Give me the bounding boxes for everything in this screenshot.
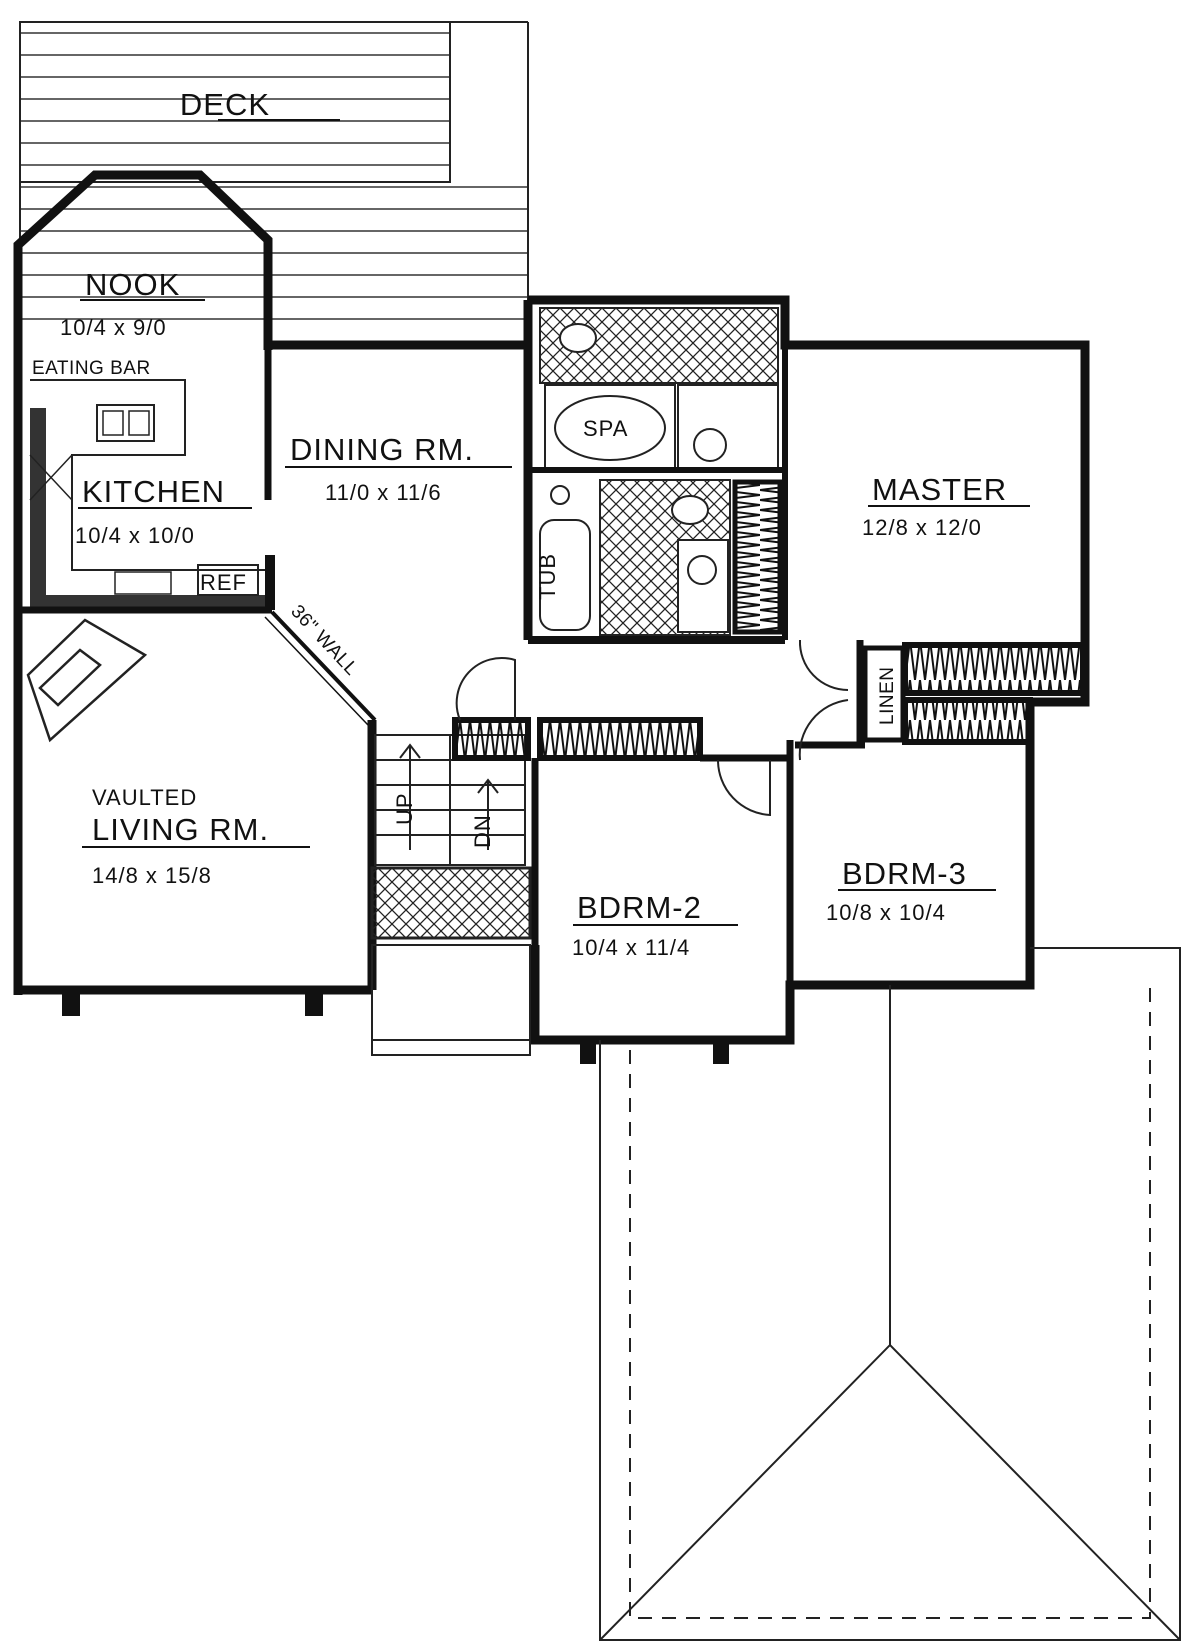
entry-tile bbox=[370, 866, 532, 940]
linen-closet bbox=[862, 645, 906, 743]
toilet bbox=[559, 323, 597, 353]
living-windows bbox=[62, 988, 323, 1016]
living-dims: 14/8 x 15/8 bbox=[92, 863, 212, 888]
range bbox=[114, 571, 172, 595]
deck bbox=[19, 21, 529, 338]
kitchen-label: KITCHEN bbox=[82, 474, 225, 509]
eating-bar-outline bbox=[30, 379, 265, 571]
kitchen-counter-west bbox=[30, 408, 46, 608]
spa-label: SPA bbox=[583, 416, 628, 441]
kitchen-ref-label: REF bbox=[200, 570, 247, 595]
stairs bbox=[374, 734, 526, 866]
refrigerator bbox=[197, 564, 259, 596]
stairs-down-label: DN bbox=[470, 814, 495, 848]
bdrm2-closet bbox=[537, 717, 703, 761]
eating-bar-label: EATING BAR bbox=[32, 358, 151, 379]
stairs-up-label: UP bbox=[392, 792, 417, 825]
master-bath bbox=[528, 300, 788, 644]
stair-closet bbox=[452, 717, 531, 761]
deck-lower-boards bbox=[20, 178, 528, 338]
kitchen-sink bbox=[96, 404, 155, 442]
master-wardrobe bbox=[902, 642, 1086, 696]
deck-label: DECK bbox=[180, 87, 270, 122]
kitchen: REF bbox=[29, 379, 275, 613]
bdrm2-dims: 10/4 x 11/4 bbox=[572, 935, 690, 960]
garage-roof bbox=[599, 947, 1181, 1641]
living-label: LIVING RM. bbox=[92, 812, 269, 847]
master-dims: 12/8 x 12/0 bbox=[862, 515, 982, 540]
interior-walls bbox=[18, 350, 865, 1040]
bdrm2-label: BDRM-2 bbox=[577, 890, 702, 925]
spa-tub bbox=[554, 395, 666, 461]
deck-upper-boards bbox=[19, 21, 451, 183]
living-sub-label: VAULTED bbox=[92, 785, 197, 810]
linen-label: LINEN bbox=[877, 667, 898, 725]
dining-dims: 11/0 x 11/6 bbox=[325, 480, 442, 505]
bdrm3-closet bbox=[902, 697, 1033, 745]
tub-label: TUB bbox=[535, 553, 560, 600]
bdrm3-dims: 10/8 x 10/4 bbox=[826, 900, 946, 925]
nook-dims: 10/4 x 9/0 bbox=[60, 315, 167, 340]
fireplace bbox=[26, 618, 148, 743]
master-closet bbox=[732, 479, 783, 635]
master-label: MASTER bbox=[872, 472, 1007, 507]
lavatory bbox=[693, 428, 727, 462]
door-swings bbox=[455, 639, 849, 817]
entry-stoop bbox=[371, 944, 531, 1056]
half-wall bbox=[264, 610, 377, 726]
bdrm3-label: BDRM-3 bbox=[842, 856, 967, 891]
nook-label: NOOK bbox=[85, 267, 180, 302]
kitchen-dims: 10/4 x 10/0 bbox=[75, 523, 195, 548]
dining-label: DINING RM. bbox=[290, 432, 474, 467]
bdrm2-windows bbox=[580, 1036, 729, 1064]
bath-tub bbox=[539, 519, 591, 631]
